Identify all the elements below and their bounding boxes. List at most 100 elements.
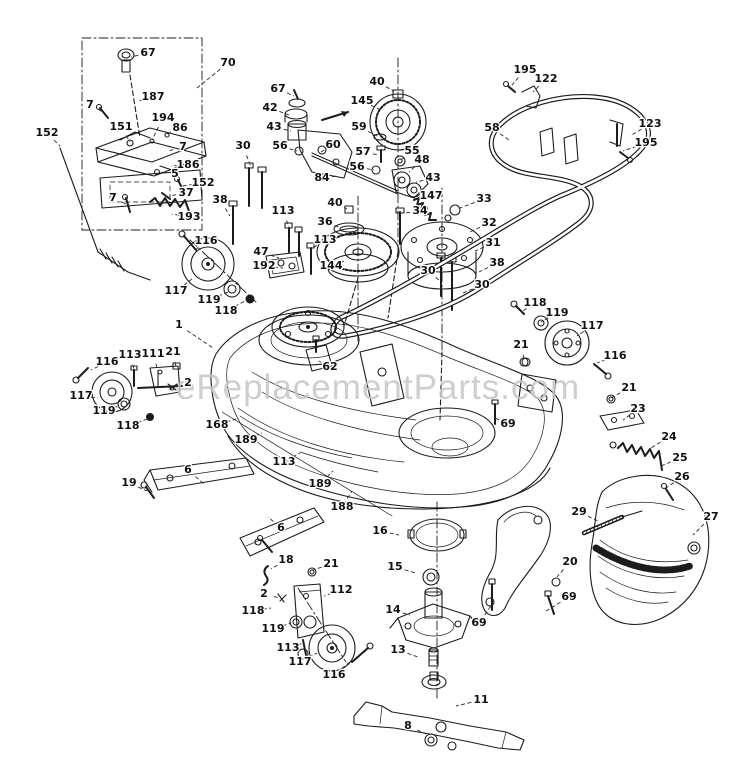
part-label-194: 194: [152, 111, 175, 124]
watermark: eReplacementParts.com: [176, 368, 580, 407]
part-label-21: 21: [621, 381, 636, 394]
part-label-24: 24: [661, 430, 677, 443]
leader-line-7: [121, 201, 129, 206]
part-label-6: 6: [277, 521, 285, 534]
leader-line-58: [499, 133, 510, 141]
leader-line-69: [484, 602, 494, 616]
part-label-30: 30: [420, 264, 436, 277]
leader-line-152: [181, 183, 194, 187]
part-label-113: 113: [314, 233, 337, 246]
leader-line-21: [174, 361, 177, 368]
part-label-2: 2: [260, 587, 268, 600]
part-label-168: 168: [206, 418, 229, 431]
leader-line-34: [404, 211, 411, 214]
part-label-67: 67: [270, 82, 285, 95]
leader-line-30: [435, 277, 441, 282]
leader-line-23: [622, 414, 631, 421]
leader-line-189: [326, 470, 334, 478]
leader-line-5: [158, 171, 166, 174]
part-label-123: 123: [639, 117, 662, 130]
part-label-5: 5: [171, 167, 179, 180]
part-label-122: 122: [535, 72, 558, 85]
part-label-62: 62: [322, 360, 337, 373]
leader-line-119: [218, 291, 229, 297]
part-label-11: 11: [473, 693, 488, 706]
part-label-118: 118: [215, 304, 238, 317]
part-label-48: 48: [414, 153, 429, 166]
part-label-69: 69: [471, 616, 486, 629]
leader-line-57: [372, 153, 380, 156]
leader-line-18: [270, 564, 278, 570]
part-label-144: 144: [320, 259, 343, 272]
leader-line-113: [297, 642, 305, 646]
leader-line-42: [279, 111, 290, 116]
leader-line-38: [478, 267, 489, 273]
part-label-188: 188: [331, 500, 354, 513]
part-label-15: 15: [387, 560, 402, 573]
part-label-21: 21: [165, 345, 180, 358]
leader-line-21: [610, 392, 621, 399]
part-label-7: 7: [179, 140, 187, 153]
leader-line-25: [660, 461, 671, 467]
leader-line-117: [308, 652, 318, 658]
leader-line-59: [367, 131, 378, 137]
part-label-43: 43: [425, 171, 440, 184]
part-label-152: 152: [36, 126, 59, 139]
part-label-119: 119: [546, 306, 569, 319]
deflector-group: [481, 409, 710, 625]
leader-line-32: [469, 226, 481, 233]
spindle-assembly: [389, 501, 479, 701]
leader-line-67: [286, 92, 295, 97]
part-label-117: 117: [165, 284, 188, 297]
part-label-25: 25: [672, 451, 687, 464]
leader-line-118: [137, 418, 148, 423]
part-label-117: 117: [70, 389, 93, 402]
part-label-29: 29: [571, 505, 586, 518]
control-assembly: [59, 37, 207, 281]
leader-line-40: [343, 207, 348, 210]
upper-left-caster: [178, 230, 257, 304]
leader-line-29: [587, 515, 599, 522]
part-label-38: 38: [489, 256, 504, 269]
part-label-37: 37: [178, 186, 193, 199]
leader-line-6: [267, 516, 274, 522]
part-label-38: 38: [212, 193, 227, 206]
part-label-27: 27: [703, 510, 718, 523]
part-label-26: 26: [674, 470, 690, 483]
part-label-55: 55: [404, 144, 419, 157]
part-label-36: 36: [317, 215, 333, 228]
leader-line-40: [385, 86, 395, 92]
part-label-60: 60: [325, 138, 341, 151]
part-label-1: 1: [175, 318, 183, 331]
part-label-186: 186: [177, 158, 200, 171]
part-label-151: 151: [110, 120, 133, 133]
part-label-7: 7: [86, 98, 94, 111]
part-label-30: 30: [235, 139, 251, 152]
part-label-113: 113: [119, 348, 142, 361]
leader-line-69: [494, 417, 500, 421]
leader-line-194: [151, 126, 159, 141]
part-label-23: 23: [630, 402, 645, 415]
leader-line-145: [370, 104, 382, 111]
part-label-16: 16: [372, 524, 388, 537]
drawing: [59, 37, 710, 751]
part-label-147: 147: [420, 189, 443, 202]
leader-line-2: [172, 384, 179, 387]
part-label-67: 67: [140, 46, 155, 59]
part-label-189: 189: [235, 433, 258, 446]
part-label-56: 56: [349, 160, 365, 173]
leader-line-116: [341, 660, 352, 669]
part-label-7: 7: [109, 191, 117, 204]
part-label-19: 19: [121, 476, 136, 489]
leader-line-21: [312, 566, 322, 571]
leader-line-27: [692, 523, 705, 536]
leader-line-11: [455, 701, 472, 707]
part-label-8: 8: [404, 719, 412, 732]
part-label-86: 86: [172, 121, 188, 134]
part-label-118: 118: [524, 296, 547, 309]
leader-line-116: [90, 366, 99, 371]
mid-left-caster: [72, 362, 183, 421]
part-label-119: 119: [262, 622, 285, 635]
part-label-30: 30: [474, 278, 490, 291]
